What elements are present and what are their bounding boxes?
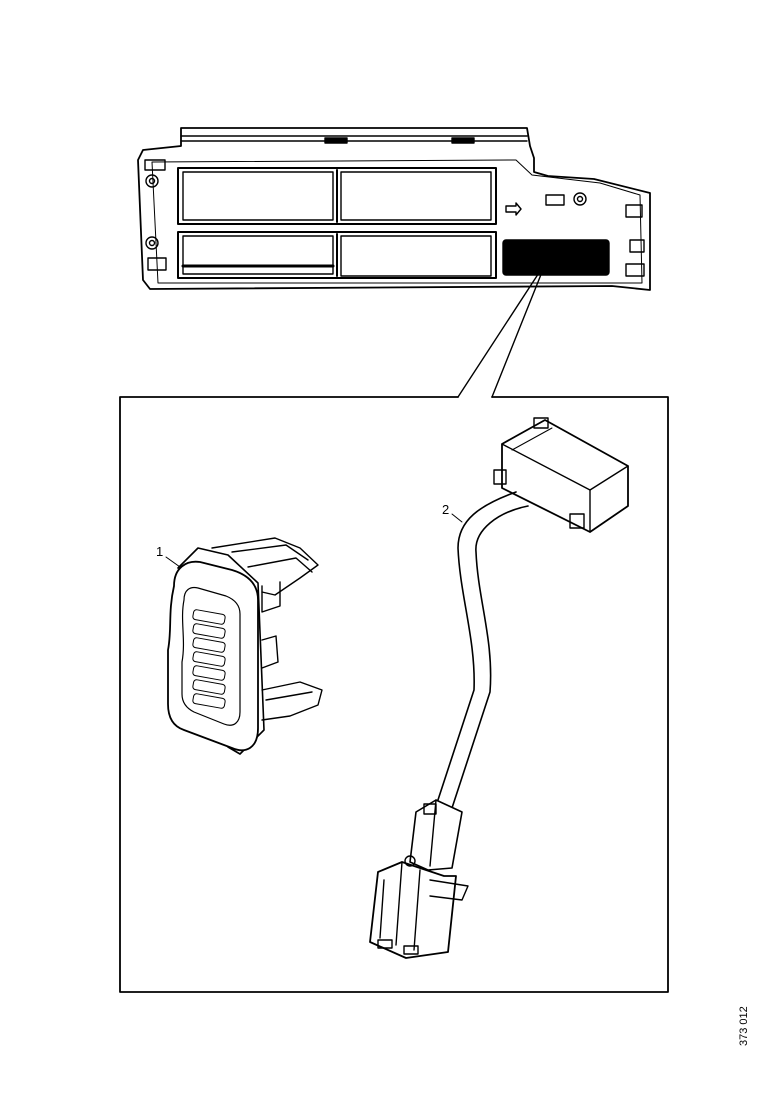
wiring-harness-part — [369, 417, 629, 959]
detail-frame — [119, 396, 669, 993]
zoom-leader — [457, 261, 547, 398]
mounting-holes — [144, 159, 645, 277]
arrow-icon — [505, 202, 522, 216]
display-openings-top — [177, 167, 497, 225]
instrument-panel — [137, 127, 651, 398]
display-openings-bottom — [177, 231, 497, 279]
callout-label-1: 1 — [156, 544, 164, 559]
callout-label-2: 2 — [442, 502, 450, 517]
switch-part — [167, 537, 323, 755]
callout-leader-2 — [451, 513, 463, 523]
switch-position-highlight — [502, 239, 610, 276]
figure-id-label: 373 012 — [738, 1006, 750, 1046]
callout-leader-1 — [165, 556, 181, 568]
